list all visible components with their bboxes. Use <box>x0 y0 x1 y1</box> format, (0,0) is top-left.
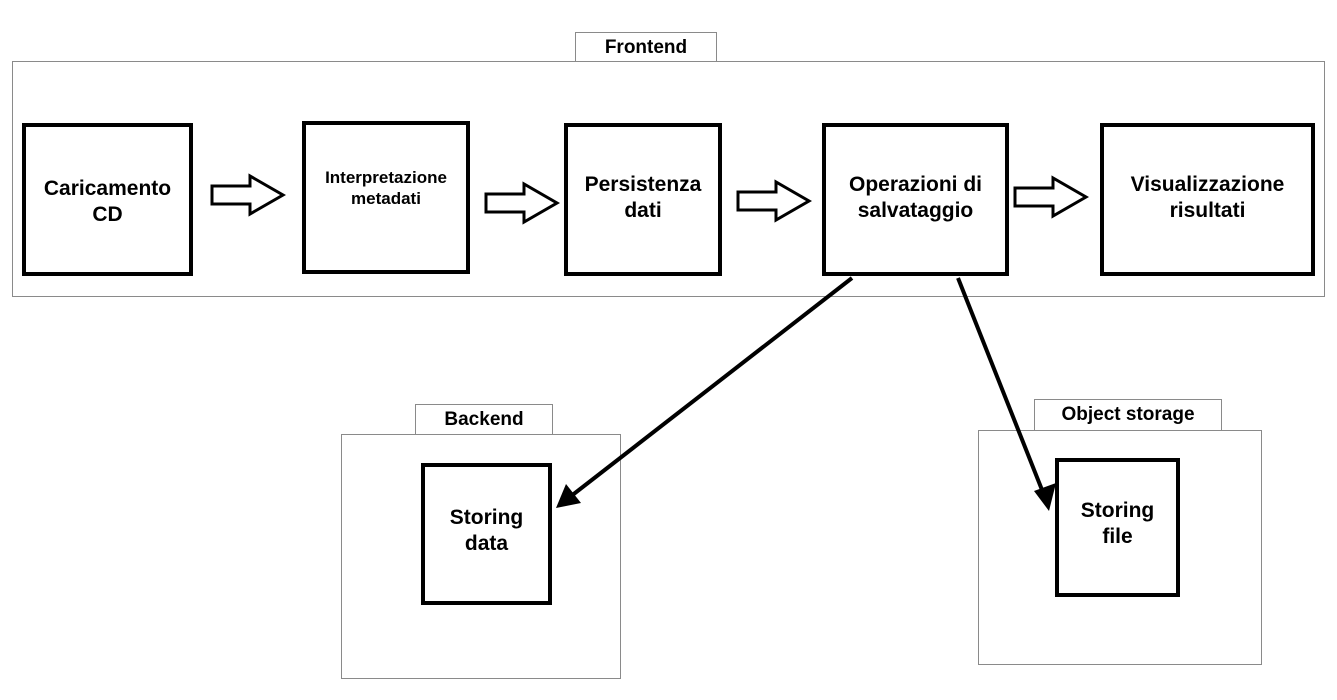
step-interpretazione-metadati: Interpretazione metadati <box>302 121 470 274</box>
hollow-arrow-2 <box>484 181 561 225</box>
arrow-line-to-backend <box>564 276 854 502</box>
arrowhead-to-object-storage <box>1034 483 1056 511</box>
frontend-tab: Frontend <box>575 32 717 62</box>
box-label: Storing file <box>1080 499 1155 549</box>
object-storage-tab: Object storage <box>1034 399 1222 430</box>
storing-data-box: Storing data <box>421 463 552 605</box>
step-operazioni-salvataggio: Operazioni di salvataggio <box>822 123 1009 276</box>
storing-file-box: Storing file <box>1055 458 1180 597</box>
hollow-arrow-4 <box>1013 175 1090 219</box>
step-label: Visualizzazione risultati <box>1130 173 1285 223</box>
box-label: Storing data <box>449 506 524 556</box>
step-label: Persistenza dati <box>584 173 702 223</box>
backend-tab: Backend <box>415 404 553 435</box>
step-caricamento-cd: Caricamento CD <box>22 123 193 276</box>
arrow-line-to-object-storage <box>956 277 1048 501</box>
arrowhead-to-backend <box>556 484 581 508</box>
hollow-arrow-3 <box>736 179 813 223</box>
step-label: Caricamento CD <box>43 177 172 227</box>
step-persistenza-dati: Persistenza dati <box>564 123 722 276</box>
step-label: Interpretazione metadati <box>325 168 447 209</box>
step-label: Operazioni di salvataggio <box>848 173 982 223</box>
hollow-arrow-1 <box>210 173 287 217</box>
step-visualizzazione-risultati: Visualizzazione risultati <box>1100 123 1315 276</box>
